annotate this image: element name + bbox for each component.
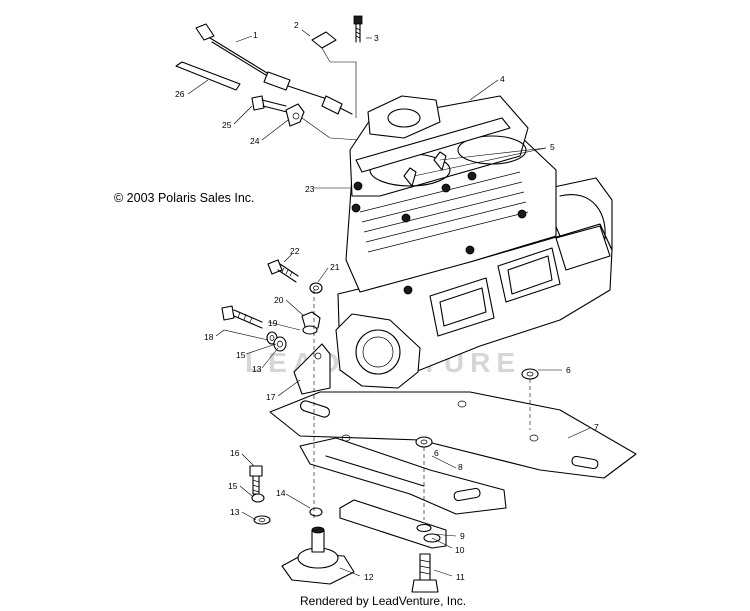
callout-3: 3 [374, 33, 379, 43]
callout-20: 20 [274, 295, 284, 305]
hardware-left [221, 259, 323, 525]
callout-5: 5 [550, 142, 555, 152]
engine-plate [269, 391, 637, 479]
callout-14: 14 [276, 488, 286, 498]
callout-21: 21 [330, 262, 340, 272]
callout-9: 9 [460, 531, 465, 541]
callout-26: 26 [175, 89, 185, 99]
oil-line [175, 61, 241, 91]
mount-bracket [293, 343, 331, 395]
callout-10: 10 [455, 545, 465, 555]
callout-22: 22 [290, 246, 300, 256]
footer-text: Rendered by LeadVenture, Inc. [300, 594, 467, 608]
rubber-mount [281, 526, 355, 585]
callout-15-upper: 15 [236, 350, 246, 360]
callout-16: 16 [230, 448, 240, 458]
callout-13-upper: 13 [252, 364, 262, 374]
top-screw [353, 15, 363, 43]
callout-8: 8 [458, 462, 463, 472]
washer-6 [313, 290, 539, 520]
callout-6-upper: 6 [566, 365, 571, 375]
callout-13-lower: 13 [230, 507, 240, 517]
decal-tag [311, 31, 357, 118]
strap [339, 499, 447, 549]
mount-plate [299, 437, 507, 515]
bolt-25 [251, 95, 288, 113]
engine-assembly [335, 95, 613, 389]
callout-11: 11 [456, 572, 465, 582]
bracket-24 [285, 103, 361, 141]
bolt-11 [411, 553, 439, 593]
callout-2: 2 [294, 20, 299, 30]
leader-lines [187, 29, 591, 577]
callout-24: 24 [250, 136, 260, 146]
callouts: 1 2 3 4 5 6 7 6 8 9 10 11 12 13 14 15 16… [175, 20, 599, 582]
callout-23: 23 [305, 184, 315, 194]
callout-7: 7 [594, 422, 599, 432]
callout-4: 4 [500, 74, 505, 84]
callout-1: 1 [253, 30, 258, 40]
callout-6-lower: 6 [434, 448, 439, 458]
callout-15-lower: 15 [228, 481, 238, 491]
callout-12: 12 [364, 572, 374, 582]
throttle-cable [195, 23, 353, 115]
callout-18: 18 [204, 332, 214, 342]
callout-17: 17 [266, 392, 276, 402]
callout-19: 19 [268, 318, 278, 328]
callout-25: 25 [222, 120, 232, 130]
copyright-text: © 2003 Polaris Sales Inc. [114, 191, 255, 205]
